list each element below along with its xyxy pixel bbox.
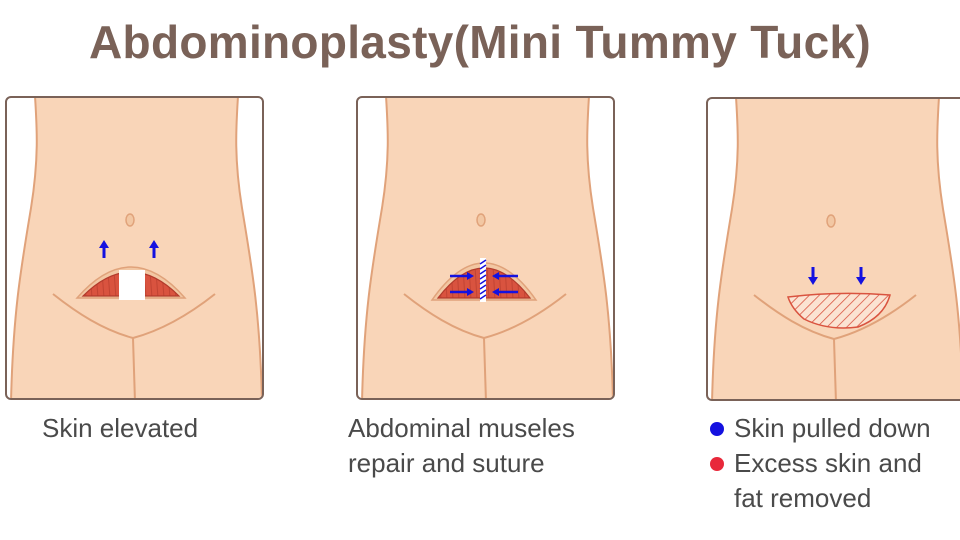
thigh-gap-line [833,338,837,399]
muscle-fiber [112,272,117,296]
torso-skin [361,98,613,398]
arrow-down-left-head [808,277,818,285]
thigh-gap-line [483,337,487,398]
muscle-fiber [106,272,111,296]
navel [476,213,486,227]
arrow-left-upper-head [492,272,499,280]
arrow-right-upper-head [467,272,474,280]
suture-stitch [479,289,487,295]
muscle-gap [119,270,145,300]
arrow-left-lower-head [492,288,499,296]
muscle-fiber [473,268,478,298]
suture-stitch [479,274,487,280]
arrow-up-right-head [149,240,159,248]
arrow-up-left-head [99,240,109,248]
panel-skin-pulled-down [706,97,960,401]
torso-skin [711,99,960,399]
arrow-down-right-head [856,277,866,285]
muscle-fiber [485,268,490,298]
torso-skin [10,98,262,398]
suture-stitch [479,279,487,285]
page-title: Abdominoplasty(Mini Tummy Tuck) [89,16,871,68]
caption-skin-elevated: Skin elevated [42,413,199,443]
torso-illustration [361,98,613,398]
excised-skin-hatch [788,293,890,328]
suture-stitch [479,284,487,290]
thigh-gap-line [132,337,136,398]
caption-muscle-repair-line-2: repair and suture [348,448,545,478]
suture-stitch [479,269,487,275]
navel [826,214,836,228]
blue-dot-icon [710,422,724,436]
torso-illustration [711,99,960,399]
legend-label: Skin pulled down [734,413,931,443]
muscle-fiber [148,272,153,296]
suture-stitch [479,259,487,265]
navel [125,213,135,227]
arrow-right-lower-head [467,288,474,296]
suture-line [480,258,486,302]
panel-muscle-repair [356,96,615,400]
suture-stitch [479,294,487,300]
red-dot-icon [710,457,724,471]
legend-item-skin-pulled-down: Skin pulled down [710,411,931,446]
legend-label: Excess skin and [734,448,922,478]
panel-skin-elevated [5,96,264,400]
caption-muscle-repair-line-1: Abdominal museles [348,413,575,443]
torso-illustration [10,98,262,398]
suture-stitch [479,264,487,270]
legend-label: fat removed [734,483,872,513]
legend-item-excess-removed: Excess skin and [710,446,922,481]
